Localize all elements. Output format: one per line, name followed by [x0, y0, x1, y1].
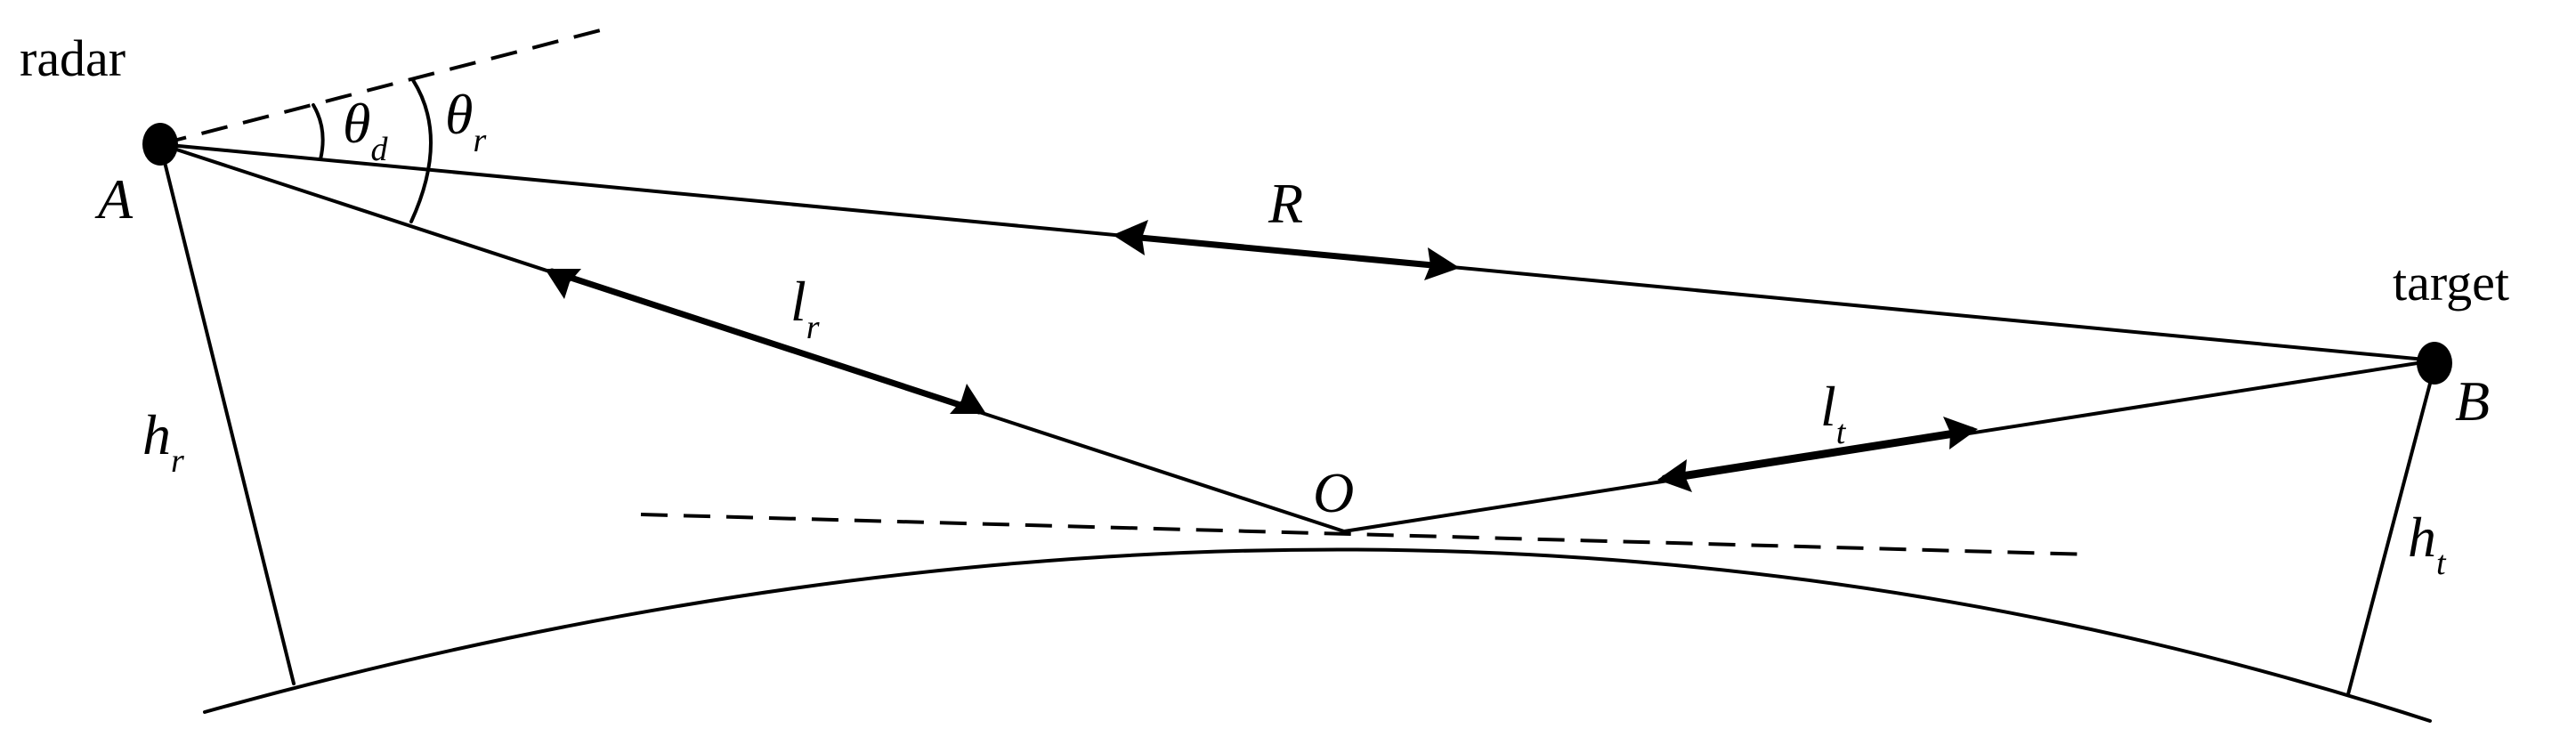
- target-label: target: [2393, 254, 2509, 312]
- theta-r-label: θr: [445, 83, 486, 159]
- ht-label-main: h: [2408, 506, 2436, 569]
- theta-d-label-main: θ: [343, 92, 370, 155]
- hr-label-sub: r: [171, 442, 184, 480]
- theta-r-label-sub: r: [473, 122, 486, 159]
- range-arrowhead-left: [1113, 220, 1148, 255]
- lt-label-sub: t: [1836, 414, 1847, 451]
- lt-label: lt: [1820, 375, 1847, 451]
- theta-d-label: θd: [343, 92, 388, 168]
- point-b-label: B: [2455, 369, 2490, 433]
- radar-point-a: [142, 123, 178, 166]
- target-height-line: [2346, 365, 2436, 696]
- theta-d-label-sub: d: [370, 131, 388, 168]
- radar-height-line: [158, 142, 296, 685]
- lr-arrowhead-down: [950, 384, 986, 414]
- point-o-label: O: [1313, 461, 1354, 524]
- ht-label: ht: [2408, 506, 2447, 582]
- target-point-b: [2417, 342, 2452, 385]
- radar-label: radar: [20, 29, 126, 87]
- theta-d-arc: [312, 103, 325, 161]
- lr-arrowhead-up: [545, 269, 581, 299]
- lt-label-main: l: [1820, 375, 1836, 438]
- ht-label-sub: t: [2436, 545, 2447, 582]
- lr-label: lr: [790, 270, 820, 346]
- lr-label-sub: r: [806, 309, 820, 346]
- hr-label-main: h: [142, 403, 171, 466]
- lr-arrow-segment: [548, 268, 983, 415]
- range-label: R: [1268, 172, 1303, 235]
- point-a-label: A: [94, 167, 134, 231]
- lt-arrowhead-right: [1943, 417, 1978, 449]
- radar-horizontal-dashed-line: [159, 25, 615, 146]
- lr-label-main: l: [790, 270, 806, 333]
- lt-arrow-segment: [1661, 426, 1975, 482]
- range-arrowhead-right: [1424, 247, 1460, 280]
- theta-r-label-main: θ: [445, 83, 473, 146]
- tangent-dashed-line: [640, 513, 2093, 556]
- theta-r-arc: [409, 78, 433, 223]
- lt-arrowhead-left: [1657, 459, 1692, 492]
- earth-surface-curve: [203, 547, 2432, 723]
- range-arrow-segment: [1127, 233, 1446, 270]
- hr-label: hr: [142, 403, 184, 480]
